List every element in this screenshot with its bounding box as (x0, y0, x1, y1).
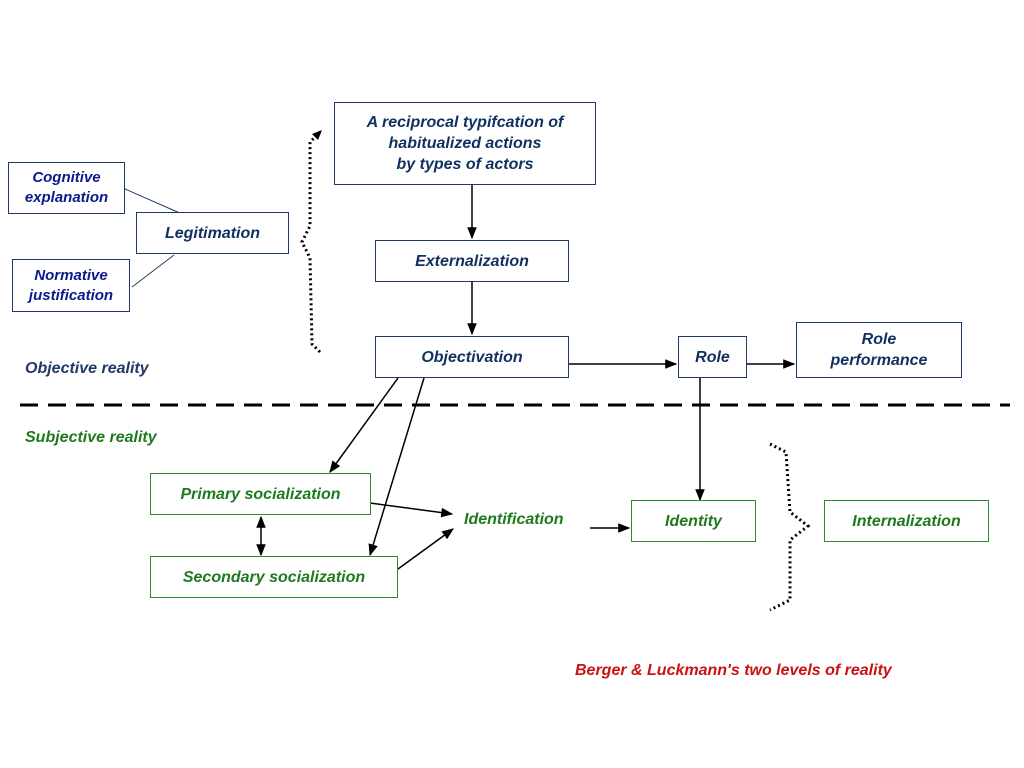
line-legitimation-to-normative (131, 254, 175, 288)
identity-box: Identity (631, 500, 756, 542)
line-legitimation-to-cognitive (124, 188, 183, 215)
secondary-socialization-box: Secondary socialization (150, 556, 398, 598)
objective-reality-label: Objective reality (25, 360, 149, 377)
role-performance-box: Role performance (796, 322, 962, 378)
role-box: Role (678, 336, 747, 378)
legitimation-brace (300, 130, 322, 354)
objectivation-box: Objectivation (375, 336, 569, 378)
legitimation-box: Legitimation (136, 212, 289, 254)
cognitive-explanation-box: Cognitive explanation (8, 162, 125, 214)
subjective-reality-label: Subjective reality (25, 429, 157, 446)
legitimation-brace-arrowhead (312, 130, 322, 140)
diagram-caption: Berger & Luckmann's two levels of realit… (575, 662, 892, 679)
primary-socialization-box: Primary socialization (150, 473, 371, 515)
identification-label: Identification (464, 511, 564, 528)
arrow-primary-to-identification (369, 502, 454, 518)
normative-justification-box: Normative justification (12, 259, 130, 312)
externalization-box: Externalization (375, 240, 569, 282)
internalization-box: Internalization (824, 500, 989, 542)
internalization-brace (769, 442, 811, 612)
reciprocal-typification-box: A reciprocal typifcation of habitualized… (334, 102, 596, 185)
arrow-objectivation-to-primary (329, 377, 399, 473)
arrow-objectivation-to-secondary (368, 377, 425, 557)
arrow-secondary-to-identification (397, 528, 454, 570)
